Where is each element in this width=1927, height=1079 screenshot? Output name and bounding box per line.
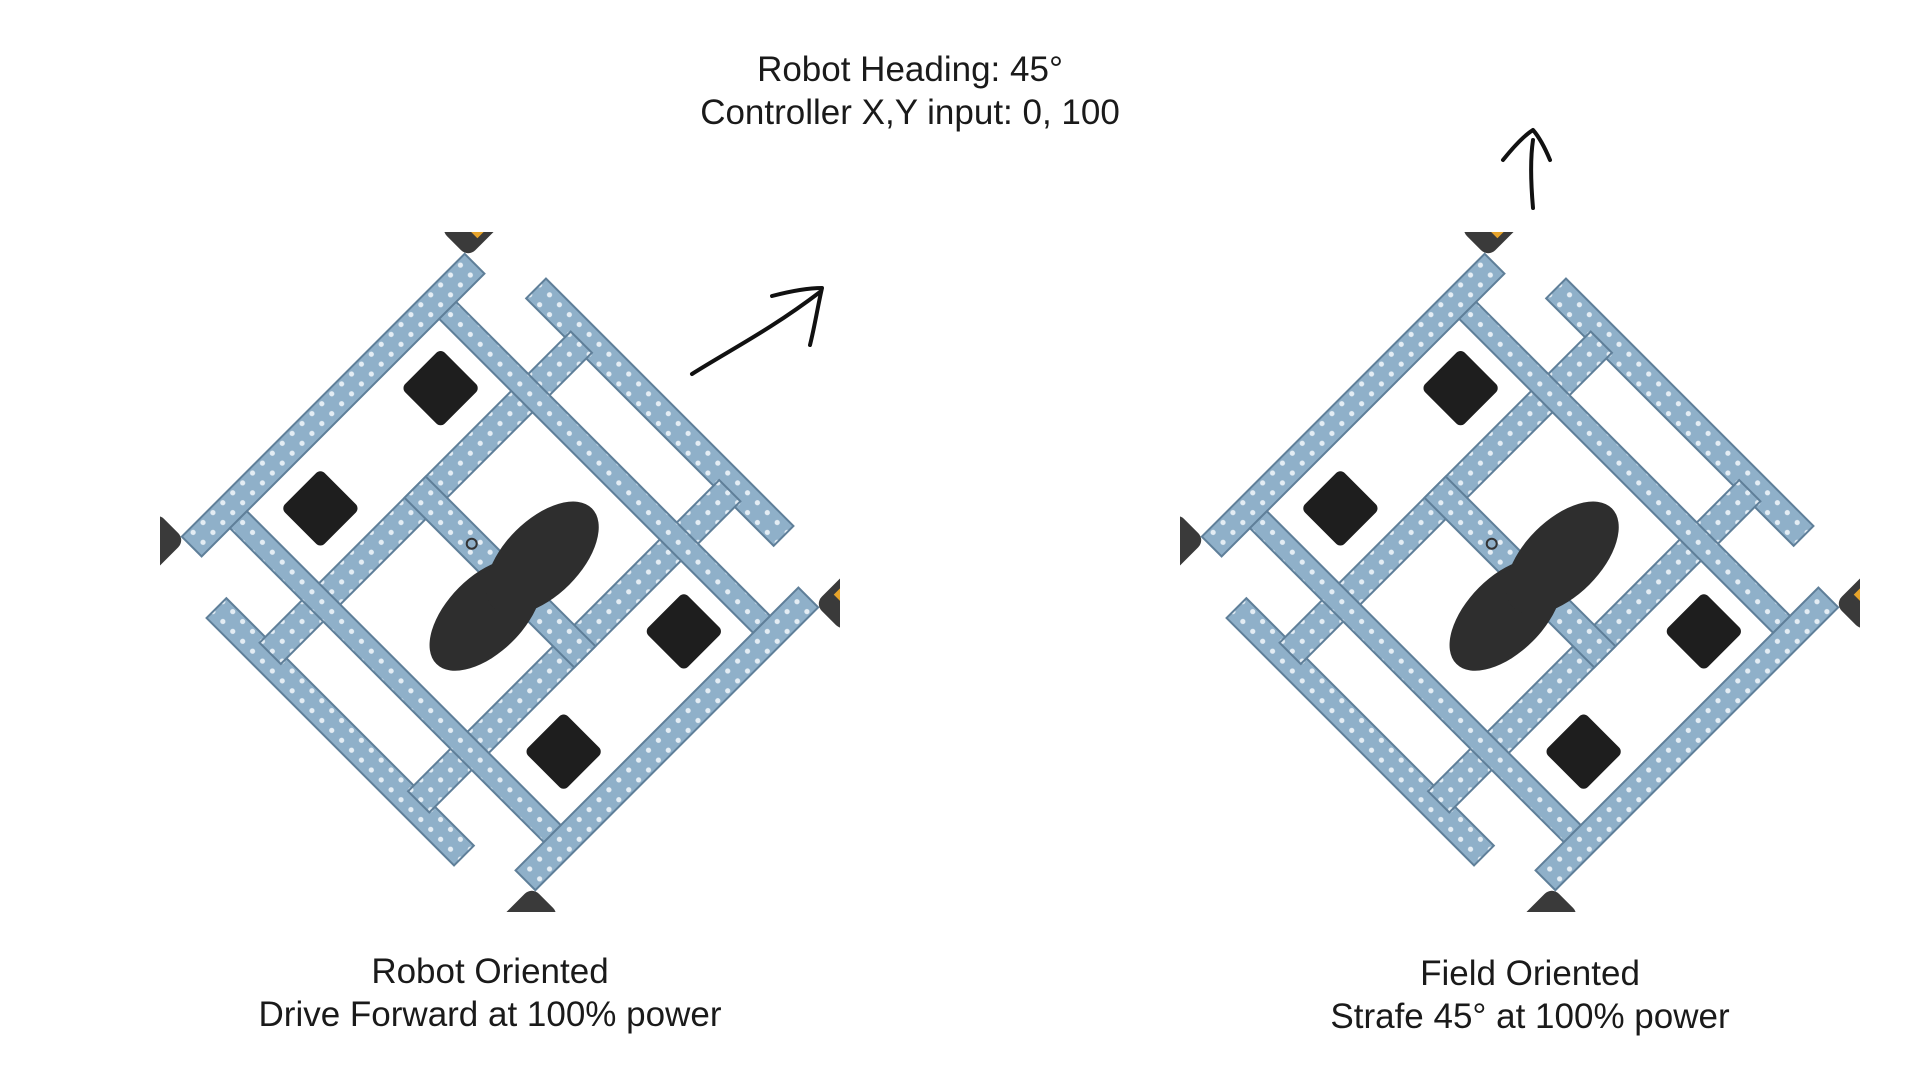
field-oriented-description: Strafe 45° at 100% power [1280, 995, 1780, 1038]
field-oriented-title: Field Oriented [1280, 952, 1780, 995]
robot-oriented-robot [160, 232, 840, 912]
robot-oriented-description: Drive Forward at 100% power [240, 993, 740, 1036]
field-oriented-caption: Field Oriented Strafe 45° at 100% power [1280, 952, 1780, 1038]
robot-oriented-title: Robot Oriented [240, 950, 740, 993]
field-oriented-arrowhead [1503, 130, 1550, 160]
field-oriented-arrow [1531, 140, 1533, 208]
robot-oriented-caption: Robot Oriented Drive Forward at 100% pow… [240, 950, 740, 1036]
field-oriented-robot [1180, 232, 1860, 912]
